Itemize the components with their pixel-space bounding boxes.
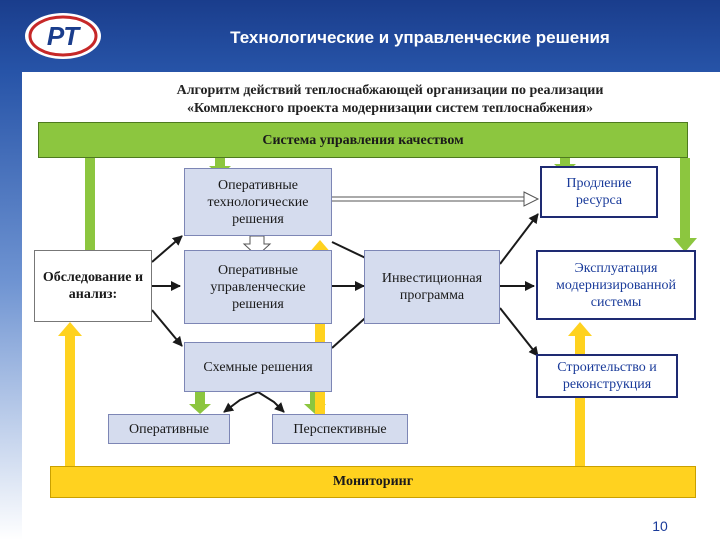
resource-extension-label: Продление ресурса: [566, 176, 632, 208]
header-bar: [0, 0, 720, 72]
monitoring-label: Мониторинг: [332, 474, 414, 489]
yellow-arrow-operation: [568, 322, 592, 356]
yellow-arrow-survey: [58, 322, 82, 468]
resource-extension-box: Продление ресурса: [540, 166, 658, 218]
arrow-invest-to-construction: [499, 307, 539, 357]
schemes-box: Схемные решения: [184, 342, 332, 392]
green-arrow-to-survey: [78, 158, 102, 264]
svg-text:РТ: РТ: [47, 21, 81, 51]
monitoring-bar: Мониторинг: [50, 466, 696, 498]
mgmt-solutions-label: Оперативные управленческие решения: [210, 262, 306, 312]
subtitle-line-2: «Комплексного проекта модернизации систе…: [187, 101, 593, 116]
tech-solutions-label: Оперативные технологические решения: [207, 177, 309, 227]
survey-box: Обследование и анализ:: [34, 250, 152, 322]
company-logo: РТ: [25, 13, 101, 59]
investment-program-label: Инвестиционная программа: [381, 271, 483, 303]
yellow-arrow-construction: [568, 386, 592, 468]
operation-box: Эксплуатация модернизированной системы: [536, 250, 696, 320]
page-number: 10: [652, 518, 668, 534]
survey-label: Обследование и анализ:: [42, 270, 144, 302]
arrow-invest-to-resource: [499, 213, 539, 265]
schemes-label: Схемные решения: [203, 359, 313, 375]
quality-system-bar: Система управления качеством: [38, 122, 688, 158]
subtitle-line-1: Алгоритм действий теплоснабжающей органи…: [176, 83, 604, 98]
green-arrow-to-operation: [673, 158, 697, 252]
construction-label: Строительство и реконструкция: [557, 360, 657, 392]
left-decorative-stripe: [0, 72, 22, 540]
operational-box: Оперативные: [108, 414, 230, 444]
arrow-schemes-to-perspective: [257, 391, 285, 413]
tech-solutions-box: Оперативные технологические решения: [184, 168, 332, 236]
operation-label: Эксплуатация модернизированной системы: [556, 260, 676, 310]
perspective-label: Перспективные: [293, 421, 387, 437]
operational-label: Оперативные: [128, 421, 209, 437]
page-header-title: Технологические и управленческие решения: [230, 28, 610, 47]
arrow-schemes-to-operational: [223, 391, 259, 413]
arrow-survey-to-schemes: [151, 309, 183, 347]
diagram-subtitle: Алгоритм действий теплоснабжающей органи…: [120, 82, 660, 118]
arrow-survey-to-tech: [151, 235, 183, 263]
construction-box: Строительство и реконструкция: [536, 354, 678, 398]
mgmt-solutions-box: Оперативные управленческие решения: [184, 250, 332, 324]
quality-system-label: Система управления качеством: [262, 132, 464, 148]
green-arrow-to-operational: [189, 390, 211, 414]
investment-program-box: Инвестиционная программа: [364, 250, 500, 324]
perspective-box: Перспективные: [272, 414, 408, 444]
